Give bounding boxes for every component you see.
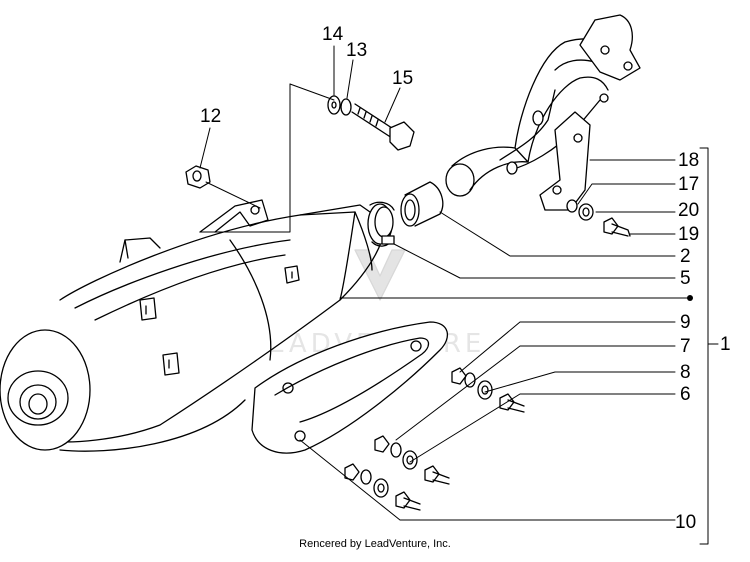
callout-9: 9 (680, 312, 691, 333)
callout-20: 20 (678, 200, 699, 221)
bolt-19 (603, 217, 631, 237)
callout-17: 17 (678, 174, 699, 195)
callout-7: 7 (680, 336, 691, 357)
callout-5: 5 (680, 268, 691, 289)
callout-14: 14 (322, 24, 344, 45)
washer-17-20 (566, 199, 594, 221)
bolt-15 (351, 103, 415, 151)
mount-hardware-lower (344, 435, 450, 511)
heat-shield (251, 321, 449, 454)
callout-18: 18 (678, 150, 699, 171)
inlet-clamp (367, 201, 395, 247)
callout-labels: 1 2 5 6 7 8 9 10 12 13 14 15 17 18 19 20 (200, 24, 731, 533)
callout-1: 1 (720, 334, 731, 355)
header-pipe (445, 14, 641, 211)
mount-hardware-right (451, 367, 525, 413)
callout-2: 2 (680, 246, 691, 267)
callout-13: 13 (346, 40, 367, 61)
callout-19: 19 (678, 224, 699, 245)
footer-credit: Rencered by LeadVenture, Inc. (299, 538, 451, 550)
muffler-body (0, 199, 383, 452)
leader-lines (199, 45, 719, 545)
nut-12 (185, 165, 211, 189)
gasket-ring (400, 181, 444, 227)
callout-8: 8 (680, 362, 691, 383)
washer-14 (327, 95, 341, 115)
callout-dot (687, 295, 693, 301)
callout-10: 10 (675, 512, 696, 533)
callout-12: 12 (200, 106, 221, 127)
callout-15: 15 (392, 68, 413, 89)
washer-13 (340, 98, 352, 116)
callout-6: 6 (680, 384, 691, 405)
